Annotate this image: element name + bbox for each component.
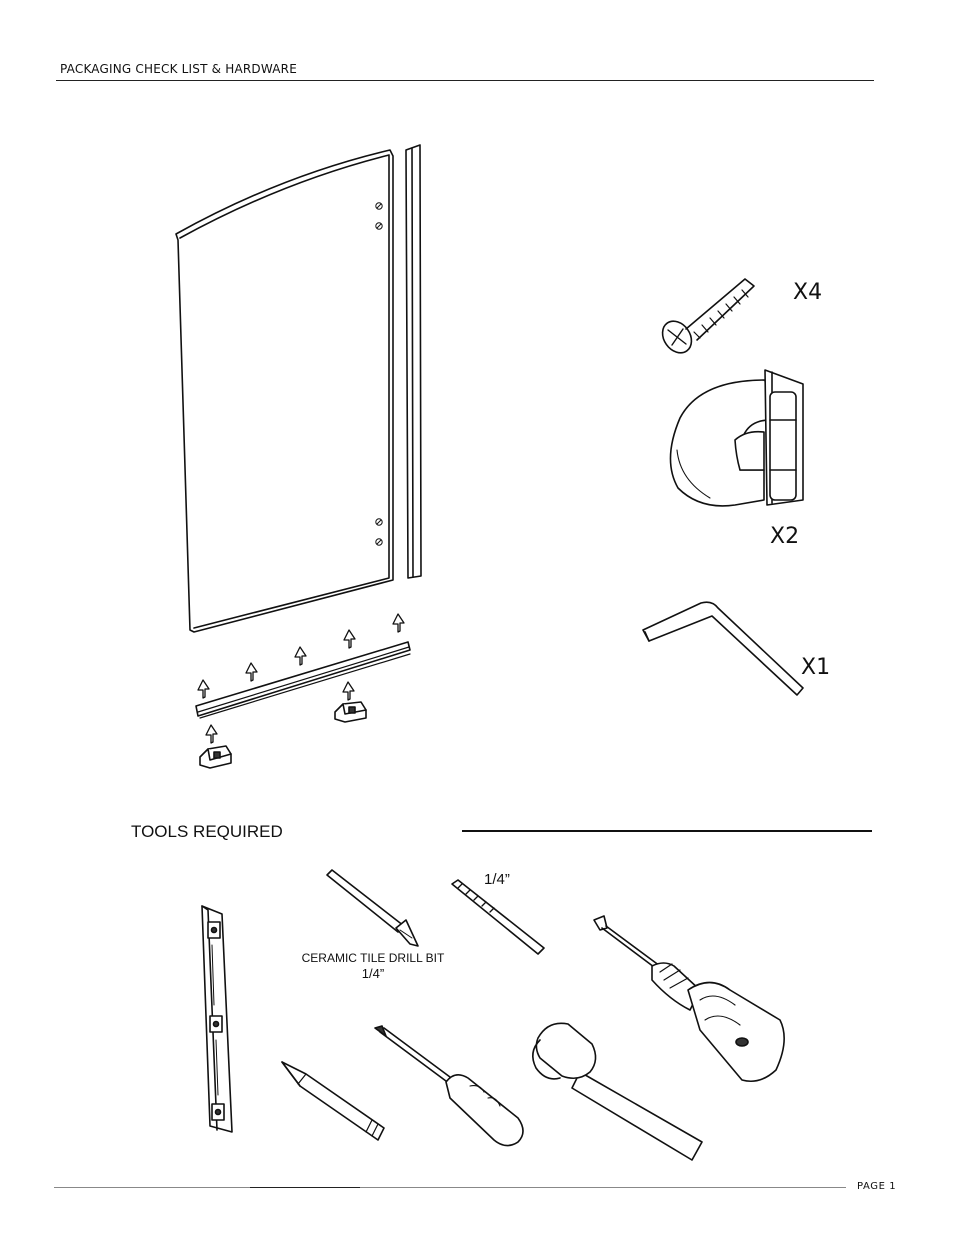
- screwdriver-icon: [374, 1025, 524, 1147]
- tools-rule: [462, 830, 872, 832]
- glass-panel-icon: [175, 149, 394, 633]
- bottom-sweep-icon: [195, 641, 411, 719]
- screw-icon: [661, 278, 755, 354]
- page-number: PAGE 1: [857, 1181, 897, 1192]
- page-header-title: PACKAGING CHECK LIST & HARDWARE: [60, 62, 297, 76]
- hex-key-icon: [642, 601, 804, 696]
- arrow-up-icons: [197, 613, 405, 744]
- cordless-drill-icon: [593, 915, 785, 1083]
- rubber-mallet-icon: [532, 1022, 703, 1161]
- header-rule: [56, 80, 874, 81]
- guide-block-icon: [199, 745, 232, 769]
- ceramic-drill-bit-icon: [326, 869, 419, 947]
- wall-strip-icon: [405, 144, 422, 579]
- level-icon: [201, 905, 233, 1133]
- footer-rule: [54, 1187, 846, 1188]
- ceramic-bit-label: CERAMIC TILE DRILL BIT: [301, 951, 445, 965]
- guide-block-icon: [334, 701, 367, 723]
- tools-required-heading: TOOLS REQUIRED: [131, 822, 283, 841]
- drill-bit-size-label: 1/4”: [484, 871, 510, 888]
- twist-drill-bit-icon: [451, 879, 545, 955]
- pencil-icon: [281, 1061, 385, 1141]
- footer-rule-accent: [250, 1187, 360, 1188]
- screw-quantity: X4: [793, 280, 823, 305]
- hinge-quantity: X2: [770, 524, 800, 549]
- ceramic-bit-size-label: 1/4”: [361, 966, 385, 981]
- hex-key-quantity: X1: [801, 655, 831, 680]
- hinge-icon: [669, 369, 804, 507]
